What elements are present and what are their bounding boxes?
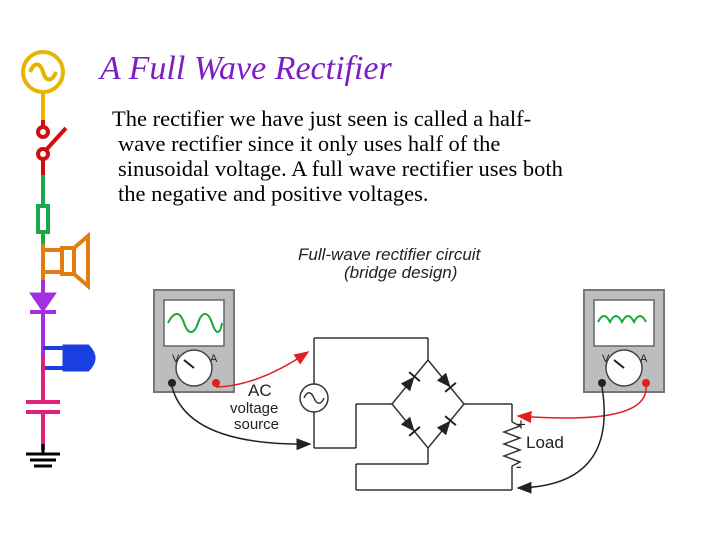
meter-right-a-label: A [640, 353, 648, 365]
diagram-title: Full-wave rectifier circuit [298, 245, 482, 264]
slide-title: A Full Wave Rectifier [100, 50, 392, 87]
fuse-icon [36, 175, 50, 244]
component-strip [21, 50, 96, 468]
meter-right-v-label: V [602, 353, 610, 365]
diode-bridge [355, 338, 513, 491]
paragraph-line: sinusoidal voltage. A full wave rectifie… [118, 156, 563, 181]
speaker-icon [41, 231, 90, 291]
load-resistor [501, 421, 523, 467]
diagram-subtitle: (bridge design) [344, 263, 457, 282]
ac-source-icon [21, 50, 65, 94]
lamp-icon [43, 344, 96, 372]
probe-lead-left-black [171, 386, 312, 451]
meter-left: V A [153, 289, 235, 393]
switch-icon [36, 120, 68, 175]
plus-sign: + [516, 415, 526, 434]
diode-icon [29, 280, 57, 356]
minus-sign: - [516, 457, 522, 476]
meter-left-v-label: V [172, 353, 180, 365]
probe-lead-right-red [516, 386, 647, 424]
bridge-rectifier-diagram: Full-wave rectifier circuit (bridge desi… [153, 245, 665, 494]
capacitor-icon [26, 356, 60, 450]
meter-left-a-label: A [210, 353, 218, 365]
ac-label: AC [248, 381, 272, 400]
paragraph-line: The rectifier we have just seen is calle… [112, 106, 532, 131]
probe-lead-left-red [215, 351, 310, 388]
paragraph-line: wave rectifier since it only uses half o… [118, 131, 501, 156]
load-label: Load [526, 433, 564, 452]
meter-right: V A [583, 289, 665, 393]
paragraph-line: the negative and positive voltages. [118, 181, 429, 206]
ground-icon [26, 444, 60, 468]
probe-lead-right-black [516, 386, 605, 494]
voltage-label: voltage [230, 400, 278, 417]
source-label: source [234, 416, 279, 433]
ac-voltage-source [299, 337, 428, 449]
slide-paragraph: The rectifier we have just seen is calle… [112, 106, 702, 206]
